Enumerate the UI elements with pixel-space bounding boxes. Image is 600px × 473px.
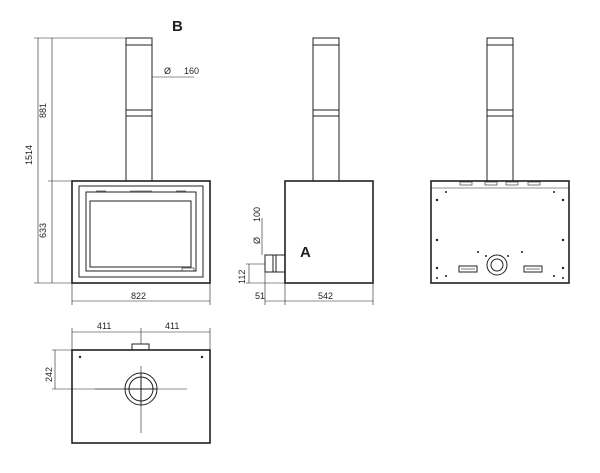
top-depth-dimension: 242 xyxy=(44,349,125,390)
diameter-symbol-100: Ø xyxy=(252,237,262,244)
rear-stove-body xyxy=(430,180,570,284)
top-outlet-stub xyxy=(131,343,150,351)
top-view: 411 411 242 xyxy=(44,321,211,444)
side-outlet-pipe xyxy=(264,254,286,273)
dim-half-width-left: 411 xyxy=(97,321,111,331)
front-width-dimension: 822 xyxy=(71,283,211,305)
top-flue-collar xyxy=(95,366,187,433)
dim-body-height: 633 xyxy=(38,223,48,238)
flue-diameter-callout: Ø 160 xyxy=(152,66,199,78)
view-label-a: A xyxy=(300,244,311,261)
dim-flue-offset-depth: 242 xyxy=(44,367,54,382)
front-height-dimensions: 1514 881 633 xyxy=(24,37,126,284)
side-view: A Ø 100 112 51 542 xyxy=(237,37,374,305)
outlet-diameter-callout: Ø 100 xyxy=(252,207,263,255)
top-width-dimensions: 411 411 xyxy=(71,321,211,350)
dim-outlet-offset: 51 xyxy=(255,291,265,301)
side-stove-body xyxy=(284,180,374,284)
diameter-symbol-160: Ø xyxy=(164,66,171,76)
front-stove-body xyxy=(71,180,211,284)
dim-width: 822 xyxy=(131,291,146,301)
dim-flue-height: 881 xyxy=(38,103,48,118)
outlet-height-dimension: 112 xyxy=(237,263,285,284)
front-view: B Ø 160 1514 881 633 822 xyxy=(24,18,211,305)
dim-depth: 542 xyxy=(318,291,333,301)
side-depth-dimensions: 51 542 xyxy=(255,272,374,305)
dim-half-width-right: 411 xyxy=(165,321,179,331)
dim-total-height: 1514 xyxy=(24,145,34,165)
dim-outlet-height: 112 xyxy=(237,270,247,284)
dim-flue-diameter: 160 xyxy=(184,66,199,76)
front-flue-pipe xyxy=(125,37,153,182)
rear-view xyxy=(430,37,570,284)
side-flue-pipe xyxy=(312,37,340,182)
dim-outlet-diameter: 100 xyxy=(252,207,262,222)
rear-flue-pipe xyxy=(486,37,514,182)
view-label-b: B xyxy=(172,18,183,35)
